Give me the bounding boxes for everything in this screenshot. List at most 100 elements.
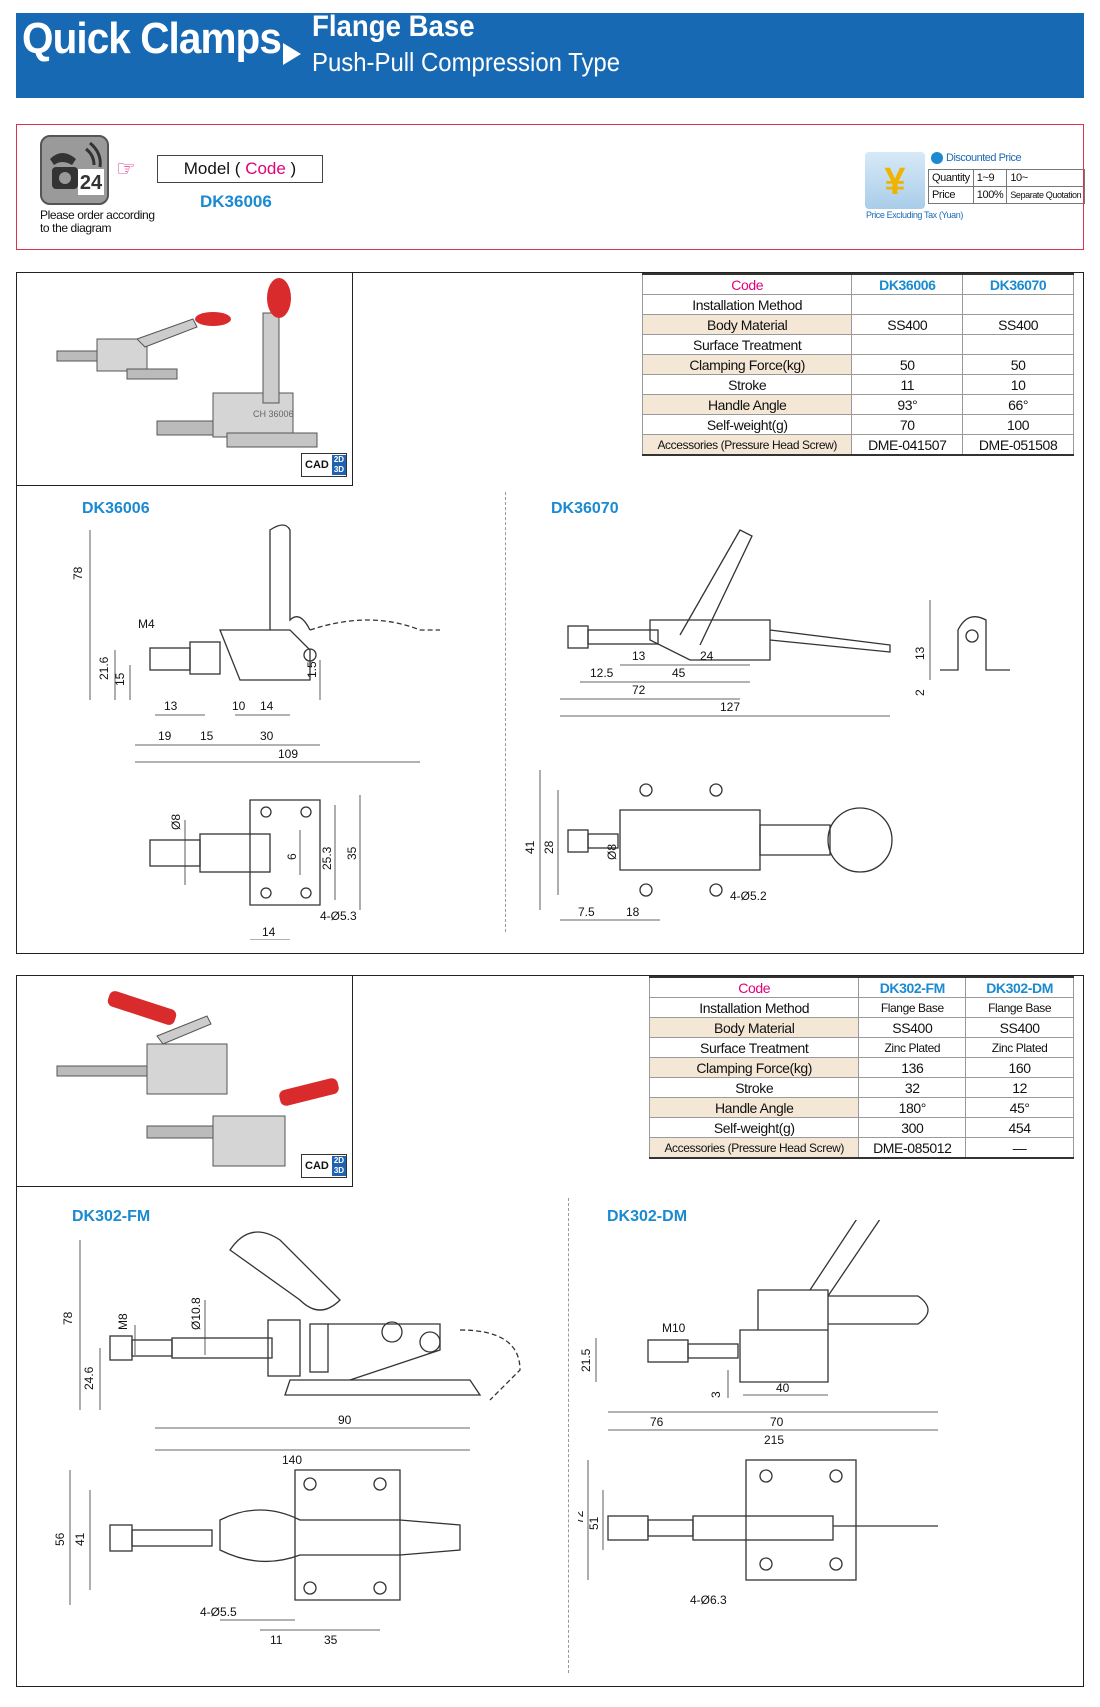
dim-label: 11 — [270, 1633, 283, 1647]
spec-value: DME-041507 — [851, 434, 964, 456]
spec-value: 66° — [962, 394, 1074, 415]
dim-label: 41 — [73, 1532, 87, 1546]
spec-label: Accessories (Pressure Head Screw) — [648, 1137, 860, 1159]
dim-label: 12.5 — [590, 666, 614, 680]
drawing-label-right: DK302-DM — [607, 1208, 688, 1225]
spec-value: 70 — [851, 414, 964, 435]
spec-value: Flange Base — [965, 997, 1074, 1018]
dim-label: M4 — [138, 617, 155, 631]
spec-value: 11 — [851, 374, 964, 395]
phone-24-number: 24 — [80, 172, 103, 194]
spec-value — [962, 294, 1074, 315]
dim-label: 4-Ø5.2 — [730, 889, 767, 903]
spec-value: SS400 — [962, 314, 1074, 335]
info-dot-icon — [931, 152, 943, 164]
spec-table-1: Code DK36006 DK36070 Installation Method… — [641, 273, 1074, 456]
dim-label: 28 — [542, 840, 556, 854]
dim-label: 14 — [260, 699, 274, 713]
quantity-tier-1: 1~9 — [972, 169, 1008, 187]
dim-label: 78 — [61, 1311, 75, 1325]
code-header: Code — [641, 273, 853, 295]
spec-table-2: Code DK302-FM DK302-DM Installation Meth… — [648, 976, 1074, 1159]
dim-label: 51 — [587, 1516, 601, 1530]
spec-value: Zinc Plated — [965, 1037, 1074, 1058]
drawing-divider — [505, 492, 506, 932]
cad-label: CAD — [305, 459, 329, 471]
dim-label: 35 — [345, 846, 359, 860]
spec-label: Self-weight(g) — [648, 1117, 860, 1138]
technical-drawing-dk302-fm: 78 M8 Ø10.8 24.6 90 140 56 41 4-Ø5.5 11 … — [53, 1231, 521, 1647]
spec-value — [851, 294, 964, 315]
dim-label: Ø8 — [169, 814, 183, 830]
dim-label: 2 — [913, 689, 927, 696]
spec-value: — — [965, 1137, 1074, 1159]
model-header: DK36006 — [851, 273, 964, 295]
drawing-label-left: DK36006 — [82, 500, 150, 517]
dim-label: M10 — [662, 1321, 686, 1335]
dim-label: 21.6 — [97, 656, 111, 680]
dim-label: 13 — [632, 649, 646, 663]
cad-3d-label: 3D — [333, 465, 345, 474]
spec-value: 45° — [965, 1097, 1074, 1118]
spec-value: 50 — [851, 354, 964, 375]
spec-value: SS400 — [965, 1017, 1074, 1038]
dim-label: 41 — [523, 840, 537, 854]
spec-value: DME-051508 — [962, 434, 1074, 456]
pointing-hand-icon: ☞ — [116, 156, 136, 181]
cad-2d-label: 2D — [333, 1156, 345, 1165]
spec-label: Installation Method — [648, 997, 860, 1018]
drawing-label-left: DK302-FM — [72, 1208, 151, 1225]
dim-label: 215 — [764, 1433, 784, 1447]
spec-value: 454 — [965, 1117, 1074, 1138]
spec-value: 32 — [858, 1077, 967, 1098]
dim-label: 4-Ø5.5 — [200, 1605, 237, 1619]
spec-value: 100 — [962, 414, 1074, 435]
spec-value: 93° — [851, 394, 964, 415]
dim-label: 7.5 — [578, 905, 595, 919]
dim-label: 19 — [158, 729, 172, 743]
dim-label: M8 — [116, 1313, 130, 1330]
dim-label: 4-Ø5.3 — [320, 909, 357, 923]
dim-label: 56 — [53, 1532, 67, 1546]
price-tier-2: Separate Quotation — [1006, 186, 1086, 204]
dim-label: 72 — [578, 1510, 586, 1524]
drawing-label-right: DK36070 — [551, 500, 619, 517]
page-title: Quick Clamps — [22, 14, 282, 63]
currency-symbol: ¥ — [884, 161, 905, 203]
dim-label: 40 — [776, 1381, 790, 1395]
spec-value: SS400 — [851, 314, 964, 335]
cad-2d-label: 2D — [333, 455, 345, 464]
model-code-box: Model ( Code ) — [157, 155, 323, 183]
spec-value — [851, 334, 964, 355]
spec-label: Accessories (Pressure Head Screw) — [641, 434, 853, 456]
dim-label: 3 — [709, 1391, 723, 1398]
product-section-dk302 — [16, 975, 1084, 1687]
order-note: Please order according to the diagram — [40, 208, 155, 235]
spec-label: Installation Method — [641, 294, 853, 315]
dim-label: 18 — [626, 905, 640, 919]
quantity-tier-2: 10~ — [1006, 169, 1086, 187]
spec-value: 300 — [858, 1117, 967, 1138]
spec-label: Surface Treatment — [641, 334, 853, 355]
spec-value: Zinc Plated — [858, 1037, 967, 1058]
model-example: DK36006 — [200, 192, 272, 211]
spec-label: Stroke — [641, 374, 853, 395]
model-header: DK302-DM — [965, 976, 1074, 998]
dim-label: 70 — [770, 1415, 784, 1429]
spec-label: Clamping Force(kg) — [641, 354, 853, 375]
dim-label: 140 — [282, 1453, 302, 1467]
photo-marking: CH 36006 — [253, 409, 294, 419]
spec-value: 160 — [965, 1057, 1074, 1078]
dim-label: 72 — [632, 683, 646, 697]
dim-label: 14 — [262, 925, 276, 939]
product-photo-illustration: CH 36006 — [56, 278, 318, 448]
spec-value — [962, 334, 1074, 355]
spec-value: 12 — [965, 1077, 1074, 1098]
model-header: DK36070 — [962, 273, 1074, 295]
spec-label: Handle Angle — [648, 1097, 860, 1118]
dim-label: 45 — [672, 666, 686, 680]
dim-label: 127 — [720, 700, 740, 714]
dim-label: 4-Ø6.3 — [690, 1593, 727, 1607]
